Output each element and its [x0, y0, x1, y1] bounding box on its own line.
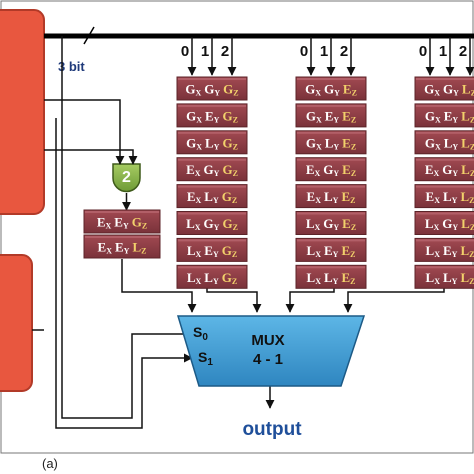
cell-label: EX​GY​LZ​ — [425, 162, 474, 178]
mux-select-1: S1 — [198, 349, 213, 368]
comparator-cell: LX​EY​LZ​ — [414, 237, 474, 262]
comparator-cell: EX​GY​EZ​ — [295, 157, 367, 182]
left-block-top — [0, 9, 45, 215]
cell-label: LX​LY​EZ​ — [307, 270, 356, 286]
cell-label: LX​LY​LZ​ — [426, 270, 474, 286]
comparator-cell: GX​LY​GZ​ — [176, 130, 248, 155]
bus-width-label: 3 bit — [58, 59, 85, 74]
bit-label: 0 — [300, 43, 308, 60]
figure-caption: (a) — [42, 456, 58, 471]
cell-label: EX​EY​LZ​ — [98, 240, 147, 256]
cell-label: GX​LY​GZ​ — [186, 135, 238, 151]
comparator-cell: GX​LY​EZ​ — [295, 130, 367, 155]
mux-subtitle: 4 - 1 — [253, 351, 283, 368]
cell-label: LX​GY​EZ​ — [306, 216, 356, 232]
mux-title: MUX — [251, 332, 284, 349]
cell-label: LX​EY​GZ​ — [187, 243, 237, 259]
left-block-bottom — [0, 254, 33, 392]
comparator-cell: GX​EY​GZ​ — [176, 103, 248, 128]
cell-label: EX​EY​GZ​ — [97, 215, 147, 231]
comparator-cell: LX​LY​GZ​ — [176, 264, 248, 289]
comparator-cell: LX​GY​GZ​ — [176, 211, 248, 235]
bit-label: 1 — [320, 43, 328, 60]
comparator-cell: LX​LY​EZ​ — [295, 264, 367, 289]
comparator-cell: EX​LY​EZ​ — [295, 184, 367, 209]
output-label: output — [242, 419, 302, 440]
logic-gate: 2 — [112, 163, 141, 193]
cell-label: LX​EY​EZ​ — [307, 243, 356, 259]
cell-label: LX​LY​GZ​ — [187, 270, 237, 286]
comparator-cell: LX​EY​EZ​ — [295, 237, 367, 262]
cell-label: EX​LY​LZ​ — [426, 189, 474, 205]
comparator-cell: EX​GY​LZ​ — [414, 157, 474, 182]
comparator-cell: GX​GY​EZ​ — [295, 76, 367, 101]
bit-label: 2 — [459, 43, 467, 60]
cell-label: EX​LY​EZ​ — [307, 189, 356, 205]
cell-label: GX​GY​GZ​ — [185, 82, 238, 98]
bit-label: 1 — [439, 43, 447, 60]
cell-label: GX​EY​EZ​ — [306, 108, 356, 124]
cell-label: GX​LY​EZ​ — [306, 135, 356, 151]
comparator-cell: LX​LY​LZ​ — [414, 264, 474, 289]
comparator-columns: 012GX​GY​GZ​GX​EY​GZ​GX​LY​GZ​EX​GY​GZ​E… — [83, 37, 474, 289]
comparator-cell: LX​GY​LZ​ — [414, 211, 474, 235]
comparator-cell: EX​LY​GZ​ — [176, 184, 248, 209]
comparator-cell: LX​EY​GZ​ — [176, 237, 248, 262]
mux-block: MUX 4 - 1 S0 S1 — [176, 315, 366, 387]
cell-label: GX​GY​LZ​ — [424, 82, 474, 98]
mux-select-0: S0 — [193, 324, 208, 343]
comparator-cell: GX​EY​LZ​ — [414, 103, 474, 128]
bit-label: 0 — [181, 43, 189, 60]
three-bit-bus: 3 bit — [44, 26, 474, 74]
cell-label: EX​LY​GZ​ — [187, 189, 237, 205]
gate-output-cell: EX​EY​LZ​ — [83, 234, 161, 259]
comparator-cell: GX​LY​LZ​ — [414, 130, 474, 155]
cell-label: LX​EY​LZ​ — [426, 243, 474, 259]
bit-label: 1 — [201, 43, 209, 60]
gate-output-cell: EX​EY​GZ​ — [83, 209, 161, 234]
bit-label: 0 — [419, 43, 427, 60]
comparator-cell: LX​GY​EZ​ — [295, 211, 367, 235]
comparator-cell: GX​GY​LZ​ — [414, 76, 474, 101]
cell-label: GX​LY​LZ​ — [425, 135, 474, 151]
bit-label: 2 — [340, 43, 348, 60]
comparator-cell: GX​GY​GZ​ — [176, 76, 248, 101]
gate-label: 2 — [122, 169, 131, 186]
wires — [32, 36, 445, 429]
cell-label: LX​GY​GZ​ — [186, 216, 238, 232]
cell-label: GX​EY​LZ​ — [425, 108, 474, 124]
cell-label: LX​GY​LZ​ — [425, 216, 474, 232]
comparator-cell: EX​LY​LZ​ — [414, 184, 474, 209]
cell-label: EX​GY​GZ​ — [186, 162, 238, 178]
cell-label: GX​GY​EZ​ — [305, 82, 357, 98]
cell-label: EX​GY​EZ​ — [306, 162, 356, 178]
comparator-cell: GX​EY​EZ​ — [295, 103, 367, 128]
comparator-cell: EX​GY​GZ​ — [176, 157, 248, 182]
cell-label: GX​EY​GZ​ — [186, 108, 238, 124]
bit-label: 2 — [221, 43, 229, 60]
